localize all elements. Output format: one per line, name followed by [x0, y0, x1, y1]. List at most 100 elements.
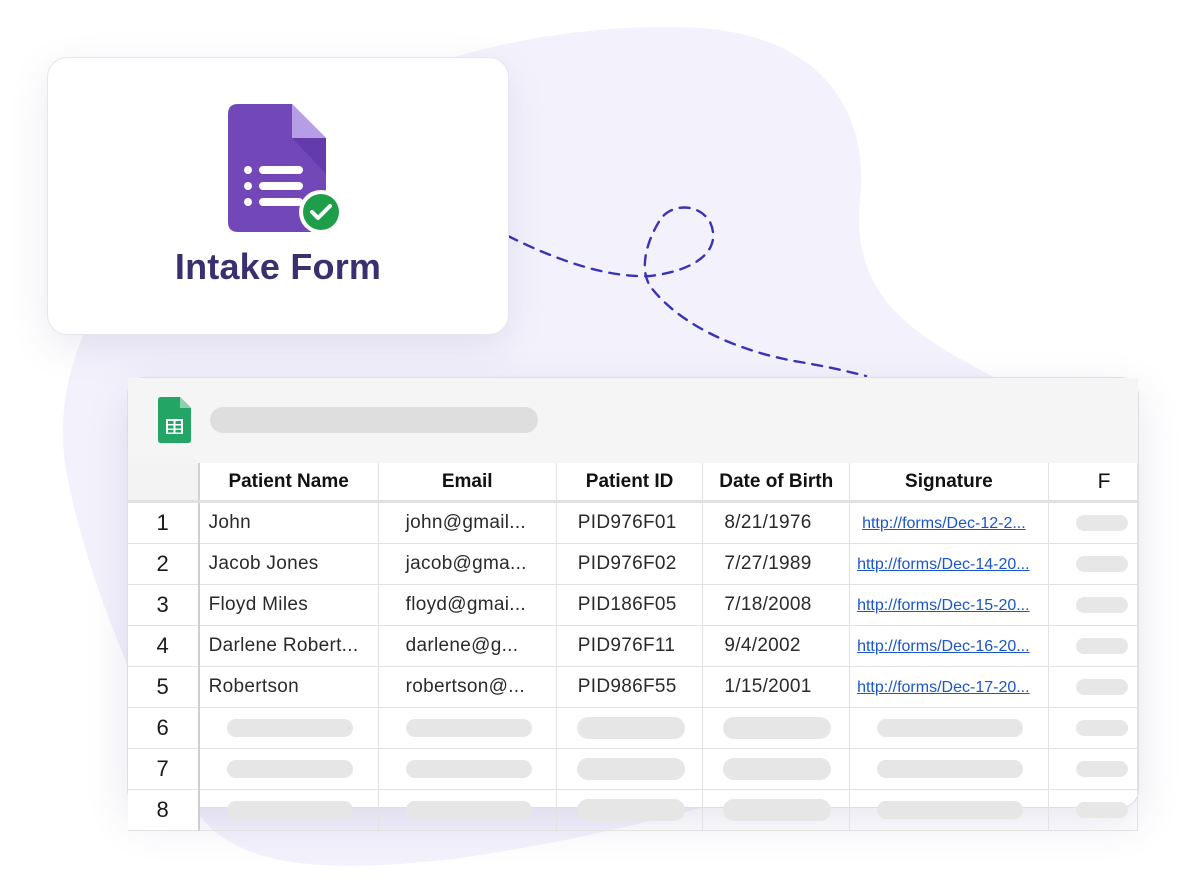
cell-placeholder: [405, 719, 532, 737]
cell-email[interactable]: jacob@gma...: [378, 543, 557, 585]
row-number[interactable]: 7: [128, 748, 200, 790]
column-header-email[interactable]: Email: [378, 463, 557, 503]
cell-f[interactable]: [1048, 666, 1139, 708]
cell-placeholder: [405, 801, 532, 819]
cell-empty[interactable]: [378, 707, 557, 749]
cell-placeholder: [1075, 761, 1128, 777]
google-forms-icon: [228, 104, 343, 234]
cell-email[interactable]: john@gmail...: [378, 501, 557, 544]
row-number[interactable]: 2: [128, 543, 200, 585]
cell-placeholder: [1075, 597, 1128, 613]
cell-signature[interactable]: http://forms/Dec-17-20...: [849, 666, 1049, 708]
cell-empty[interactable]: [198, 789, 379, 831]
cell-empty[interactable]: [198, 748, 379, 790]
table-row: 4 Darlene Robert... darlene@g... PID976F…: [128, 625, 1139, 667]
cell-placeholder: [723, 799, 832, 821]
cell-empty[interactable]: [849, 748, 1049, 790]
table-row: 8: [128, 789, 1139, 831]
cell-empty[interactable]: [849, 789, 1049, 831]
signature-link[interactable]: http://forms/Dec-17-20...: [857, 679, 1030, 696]
row-number[interactable]: 5: [128, 666, 200, 708]
cell-placeholder: [226, 719, 353, 737]
cell-patient-id[interactable]: PID976F01: [556, 501, 704, 544]
signature-link[interactable]: http://forms/Dec-15-20...: [857, 597, 1030, 614]
cell-empty[interactable]: [556, 789, 704, 831]
cell-dob[interactable]: 7/27/1989: [702, 543, 851, 585]
table-row: 5 Robertson robertson@... PID986F55 1/15…: [128, 666, 1139, 708]
cell-dob[interactable]: 9/4/2002: [702, 625, 851, 667]
column-header-patient-name[interactable]: Patient Name: [198, 463, 379, 503]
cell-placeholder: [877, 719, 1024, 737]
cell-dob[interactable]: 1/15/2001: [702, 666, 851, 708]
cell-patient-name[interactable]: Darlene Robert...: [198, 625, 379, 667]
cell-dob[interactable]: 8/21/1976: [702, 501, 851, 544]
signature-link[interactable]: http://forms/Dec-12-2...: [862, 515, 1026, 532]
cell-signature[interactable]: http://forms/Dec-16-20...: [849, 625, 1049, 667]
cell-patient-id[interactable]: PID976F11: [556, 625, 704, 667]
cell-empty[interactable]: [702, 789, 851, 831]
column-header-f[interactable]: F: [1048, 463, 1139, 503]
signature-link[interactable]: http://forms/Dec-16-20...: [857, 638, 1030, 655]
cell-empty[interactable]: [1048, 789, 1139, 831]
signature-link[interactable]: http://forms/Dec-14-20...: [857, 556, 1030, 573]
cell-empty[interactable]: [702, 707, 851, 749]
cell-empty[interactable]: [1048, 748, 1139, 790]
cell-placeholder: [877, 760, 1024, 778]
column-header-dob[interactable]: Date of Birth: [702, 463, 851, 503]
cell-email[interactable]: robertson@...: [378, 666, 557, 708]
corner-cell[interactable]: [128, 463, 200, 503]
cell-placeholder: [1075, 679, 1128, 695]
cell-f[interactable]: [1048, 584, 1139, 626]
cell-patient-name[interactable]: John: [198, 501, 379, 544]
cell-email[interactable]: darlene@g...: [378, 625, 557, 667]
row-number[interactable]: 1: [128, 501, 200, 544]
cell-placeholder: [226, 760, 353, 778]
cell-placeholder: [1075, 720, 1128, 736]
cell-signature[interactable]: http://forms/Dec-14-20...: [849, 543, 1049, 585]
cell-f[interactable]: [1048, 625, 1139, 667]
cell-placeholder: [1075, 515, 1128, 531]
cell-empty[interactable]: [378, 748, 557, 790]
cell-empty[interactable]: [198, 707, 379, 749]
cell-signature[interactable]: http://forms/Dec-12-2...: [849, 501, 1049, 544]
cell-f[interactable]: [1048, 543, 1139, 585]
column-header-signature[interactable]: Signature: [849, 463, 1049, 503]
cell-patient-id[interactable]: PID976F02: [556, 543, 704, 585]
cell-placeholder: [226, 801, 353, 819]
row-number[interactable]: 8: [128, 789, 200, 831]
cell-empty[interactable]: [556, 748, 704, 790]
cell-empty[interactable]: [702, 748, 851, 790]
row-number[interactable]: 6: [128, 707, 200, 749]
check-circle-icon: [299, 190, 343, 234]
table-row: 2 Jacob Jones jacob@gma... PID976F02 7/2…: [128, 543, 1139, 585]
intake-form-card[interactable]: Intake Form: [47, 57, 509, 335]
table-row: 6: [128, 707, 1139, 749]
column-header-patient-id[interactable]: Patient ID: [556, 463, 704, 503]
cell-f[interactable]: [1048, 501, 1139, 544]
cell-email[interactable]: floyd@gmai...: [378, 584, 557, 626]
cell-empty[interactable]: [849, 707, 1049, 749]
spreadsheet-header: [128, 378, 1138, 464]
cell-placeholder: [723, 758, 832, 780]
cell-patient-name[interactable]: Robertson: [198, 666, 379, 708]
cell-placeholder: [405, 760, 532, 778]
spreadsheet-grid: Patient Name Email Patient ID Date of Bi…: [128, 463, 1139, 831]
cell-patient-name[interactable]: Floyd Miles: [198, 584, 379, 626]
spreadsheet-card[interactable]: Patient Name Email Patient ID Date of Bi…: [127, 377, 1139, 831]
cell-placeholder: [1075, 556, 1128, 572]
sheet-title-placeholder: [210, 407, 538, 433]
google-sheets-icon: [158, 397, 191, 443]
cell-patient-name[interactable]: Jacob Jones: [198, 543, 379, 585]
row-number[interactable]: 3: [128, 584, 200, 626]
table-row: 7: [128, 748, 1139, 790]
cell-patient-id[interactable]: PID986F55: [556, 666, 704, 708]
cell-dob[interactable]: 7/18/2008: [702, 584, 851, 626]
cell-empty[interactable]: [556, 707, 704, 749]
cell-empty[interactable]: [378, 789, 557, 831]
cell-placeholder: [576, 717, 685, 739]
cell-signature[interactable]: http://forms/Dec-15-20...: [849, 584, 1049, 626]
form-title: Intake Form: [174, 246, 382, 287]
cell-empty[interactable]: [1048, 707, 1139, 749]
cell-patient-id[interactable]: PID186F05: [556, 584, 704, 626]
row-number[interactable]: 4: [128, 625, 200, 667]
